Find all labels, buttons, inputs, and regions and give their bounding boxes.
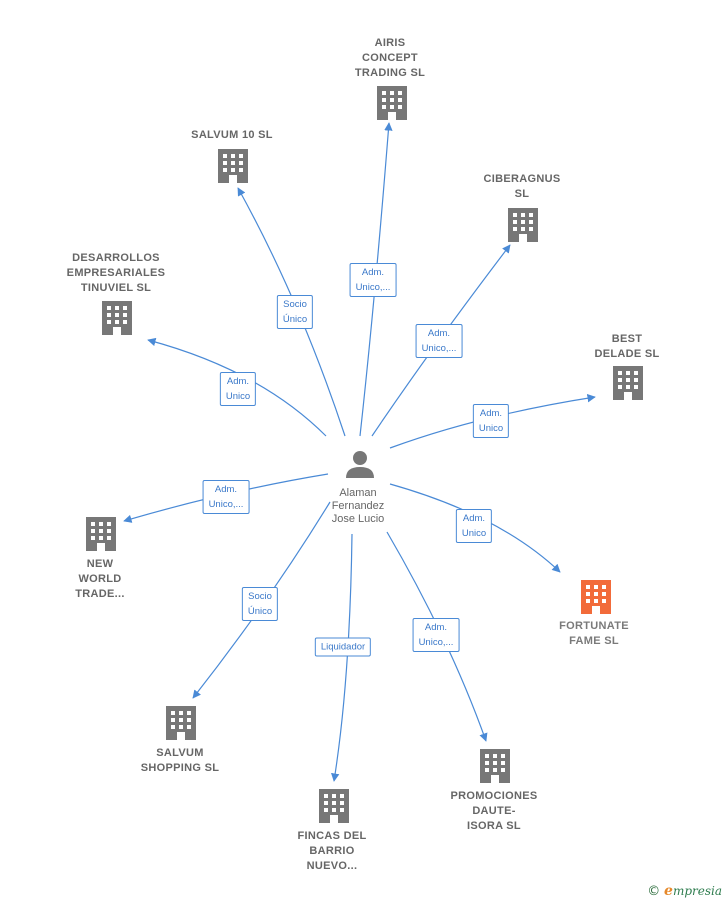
company-label-ciberagnus[interactable]: CIBERAGNUS SL <box>483 173 561 200</box>
role-label-bestdelade[interactable]: Adm. Unico <box>472 404 510 438</box>
company-label-airis[interactable]: AIRIS CONCEPT TRADING SL <box>354 37 426 79</box>
role-label-airis[interactable]: Adm. Unico,... <box>349 263 397 297</box>
company-label-fincas[interactable]: FINCAS DEL BARRIO NUEVO... <box>297 830 367 872</box>
center-person-label[interactable]: Alaman Fernandez Jose Lucio <box>331 487 385 525</box>
role-label-newworld[interactable]: Adm. Unico,... <box>202 480 250 514</box>
role-label-promociones[interactable]: Adm. Unico,... <box>412 618 460 652</box>
building-icon-fincas[interactable] <box>319 789 349 823</box>
building-icon-tinuviel[interactable] <box>102 301 132 335</box>
company-label-salvum10[interactable]: SALVUM 10 SL <box>191 129 273 141</box>
company-label-promociones[interactable]: PROMOCIONES DAUTE- ISORA SL <box>450 790 538 832</box>
company-label-fortunate[interactable]: FORTUNATE FAME SL <box>559 620 629 647</box>
company-label-salvumshopping[interactable]: SALVUM SHOPPING SL <box>140 747 220 774</box>
person-icon <box>346 451 374 478</box>
role-label-salvumshopping[interactable]: Socio Único <box>241 587 279 621</box>
edge-fincas <box>331 533 353 782</box>
building-icon-airis[interactable] <box>377 86 407 120</box>
building-icon-fortunate[interactable] <box>581 580 611 614</box>
brand-footer: © empresia <box>647 883 722 899</box>
building-icon-bestdelade[interactable] <box>613 366 643 400</box>
role-label-fortunate[interactable]: Adm. Unico <box>455 509 493 543</box>
copyright-symbol: © <box>647 884 661 899</box>
role-label-tinuviel[interactable]: Adm. Unico <box>219 372 257 406</box>
role-label-fincas[interactable]: Liquidador <box>314 637 372 657</box>
brand-name: mpresia <box>672 884 722 898</box>
building-icon-newworld[interactable] <box>86 517 116 551</box>
building-icon-promociones[interactable] <box>480 749 510 783</box>
building-icon-ciberagnus[interactable] <box>508 208 538 242</box>
role-label-salvum10[interactable]: Socio Único <box>276 295 314 329</box>
company-label-newworld[interactable]: NEW WORLD TRADE... <box>75 558 125 600</box>
building-icon-salvum10[interactable] <box>218 149 248 183</box>
role-label-ciberagnus[interactable]: Adm. Unico,... <box>415 324 463 358</box>
building-icon-salvumshopping[interactable] <box>166 706 196 740</box>
company-label-tinuviel[interactable]: DESARROLLOS EMPRESARIALES TINUVIEL SL <box>66 252 166 294</box>
company-label-bestdelade[interactable]: BEST DELADE SL <box>594 333 660 360</box>
brand-initial: e <box>664 883 673 899</box>
